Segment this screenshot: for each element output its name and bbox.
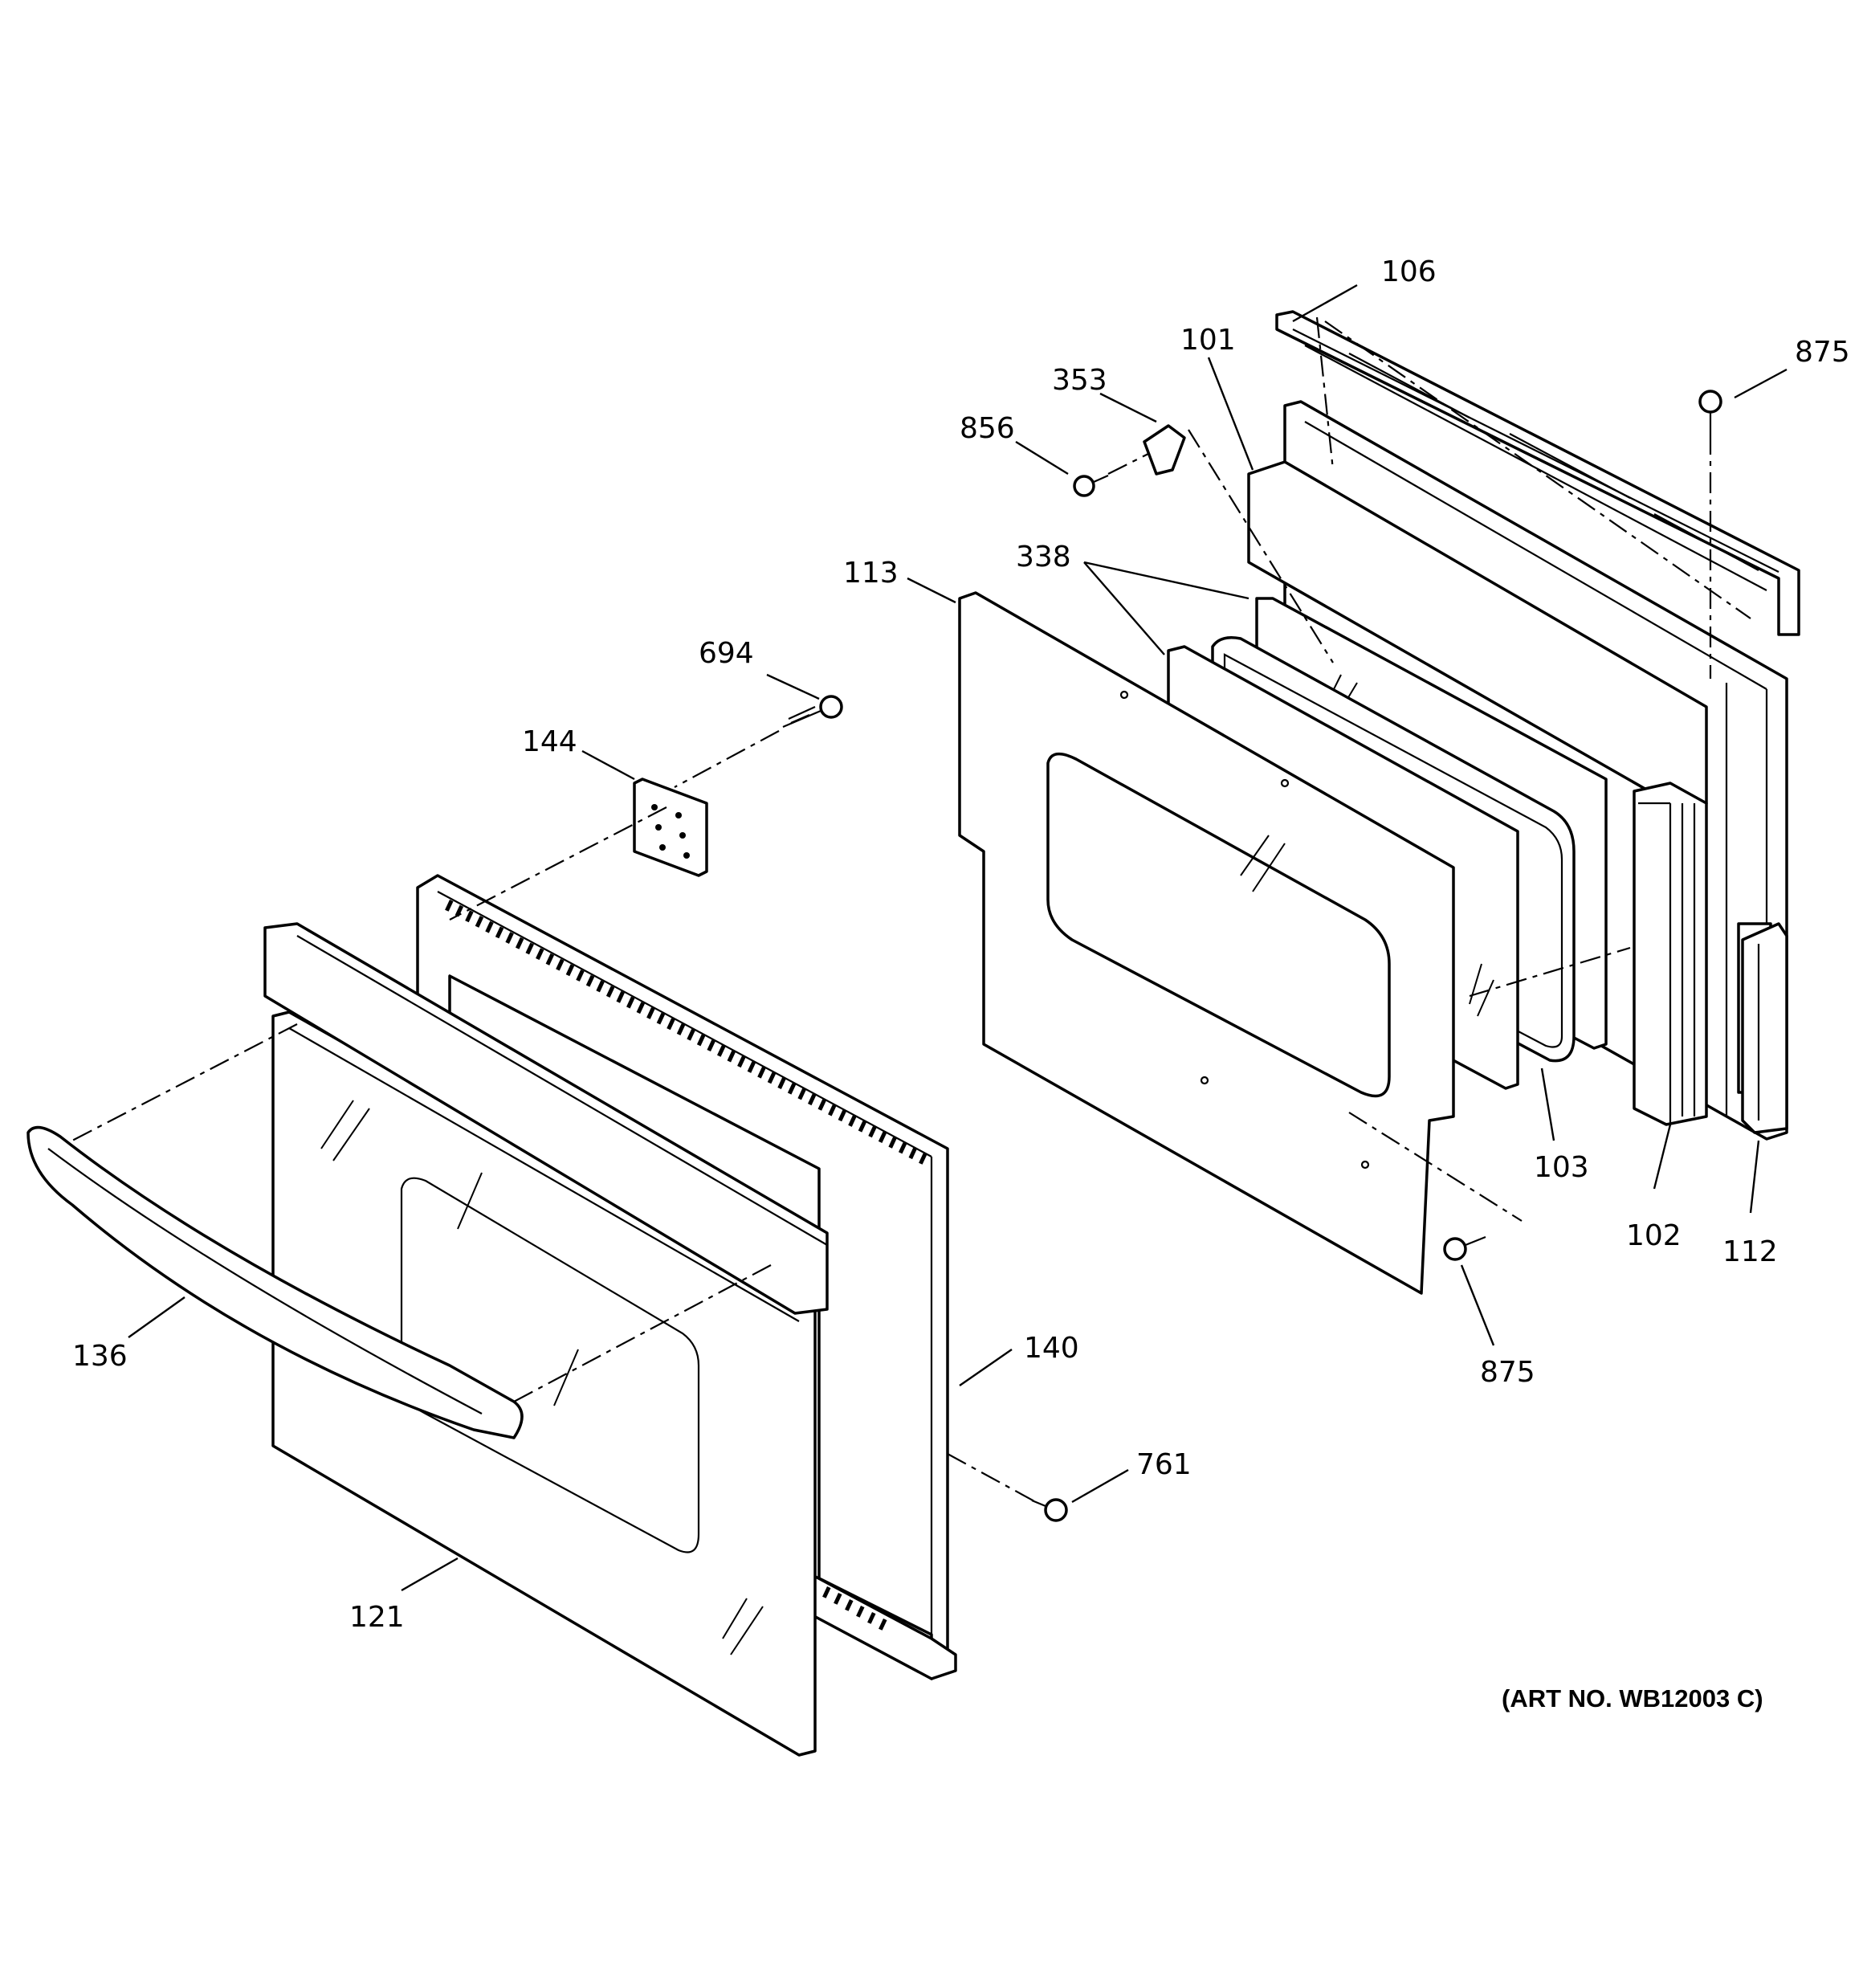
callout-113: 113 <box>843 557 899 590</box>
part-856-screw <box>1073 474 1109 497</box>
vent-slot <box>687 1028 695 1041</box>
callout-102: 102 <box>1626 1219 1682 1252</box>
callout-103: 103 <box>1534 1151 1589 1184</box>
vent-slot <box>908 1147 917 1160</box>
vent-slot <box>626 996 635 1009</box>
callout-875-top: 875 <box>1795 336 1850 369</box>
callout-338: 338 <box>1016 541 1071 574</box>
part-144-hinge-plate <box>633 778 708 877</box>
part-113-inner-panel <box>958 591 1455 1295</box>
art-number: (ART NO. WB12003 C) <box>1502 1684 1763 1712</box>
vent-slot <box>777 1077 786 1089</box>
vent-slot <box>596 980 605 993</box>
part-875-screw-top <box>1698 390 1722 434</box>
part-136-handle <box>26 1125 524 1439</box>
vent-slot <box>616 990 625 1003</box>
vent-slot <box>515 937 524 949</box>
vent-slot <box>767 1072 777 1084</box>
callout-856: 856 <box>960 412 1015 445</box>
vent-slot <box>656 1012 666 1025</box>
callout-101: 101 <box>1180 324 1236 357</box>
vent-slot <box>845 1599 854 1611</box>
vent-slot <box>797 1088 806 1100</box>
callout-136: 136 <box>72 1340 128 1373</box>
vent-slot <box>867 1612 876 1624</box>
vent-slot <box>838 1109 847 1122</box>
vent-slot <box>858 1120 867 1133</box>
vent-slot <box>919 1153 927 1165</box>
vent-slot <box>868 1125 877 1138</box>
vent-slot <box>545 953 555 965</box>
callout-112: 112 <box>1722 1235 1778 1268</box>
callout-106: 106 <box>1381 255 1437 288</box>
part-door-top-trim <box>263 922 829 1315</box>
vent-slot <box>536 948 544 961</box>
vent-slot <box>475 916 484 928</box>
vent-slot <box>556 958 565 971</box>
callout-875-bottom: 875 <box>1480 1356 1535 1389</box>
callout-140: 140 <box>1024 1332 1079 1365</box>
vent-slot <box>817 1098 826 1111</box>
part-112-hinge-bracket <box>1741 922 1788 1134</box>
vent-slot <box>696 1034 706 1047</box>
vent-slot <box>878 1131 887 1143</box>
vent-slot <box>727 1050 736 1063</box>
vent-slot <box>505 932 514 945</box>
vent-slot <box>576 970 585 982</box>
vent-slot <box>822 1586 831 1598</box>
vent-slot <box>495 926 504 939</box>
callout-353: 353 <box>1052 364 1107 397</box>
vent-slot <box>747 1061 756 1073</box>
part-353-bracket <box>1143 424 1186 476</box>
part-761-screw <box>1031 1498 1068 1522</box>
vent-slot <box>525 942 534 955</box>
vent-slot <box>834 1593 842 1605</box>
vent-slot <box>676 1023 686 1035</box>
callout-761: 761 <box>1136 1448 1192 1481</box>
callout-121: 121 <box>349 1601 405 1634</box>
vent-slot <box>636 1002 646 1014</box>
vent-slot <box>646 1007 655 1019</box>
vent-slot <box>828 1104 837 1116</box>
vent-slot <box>465 910 474 923</box>
vent-slot <box>737 1055 746 1068</box>
vent-slot <box>717 1044 726 1057</box>
part-106-top-rail <box>1275 310 1800 636</box>
part-875-screw-bottom <box>1443 1235 1486 1261</box>
assembly-lines <box>71 316 1751 1503</box>
callout-144: 144 <box>522 725 577 758</box>
callout-694: 694 <box>699 637 754 670</box>
vent-slot <box>757 1066 766 1079</box>
part-102-insulation <box>1247 460 1708 1126</box>
vent-slot <box>879 1619 887 1631</box>
vent-slot <box>667 1018 675 1031</box>
leader-lines <box>128 284 1788 1592</box>
vent-slot <box>605 986 615 998</box>
vent-slot <box>787 1082 797 1095</box>
vent-slot <box>445 900 454 912</box>
vent-slot <box>565 964 575 977</box>
vent-slot <box>585 974 595 987</box>
callout-labels: 106 101 875 353 856 338 113 694 144 103 … <box>72 255 1850 1712</box>
vent-slot <box>888 1136 897 1149</box>
vent-slot <box>485 921 494 933</box>
part-694-screw <box>782 695 843 729</box>
vent-slot <box>455 904 464 917</box>
vent-slot <box>848 1115 857 1127</box>
vent-slot <box>707 1039 715 1052</box>
vent-slot <box>898 1141 907 1154</box>
vent-slot <box>807 1093 817 1106</box>
vent-slot <box>856 1606 865 1618</box>
part-121-door-panel <box>271 1010 817 1757</box>
